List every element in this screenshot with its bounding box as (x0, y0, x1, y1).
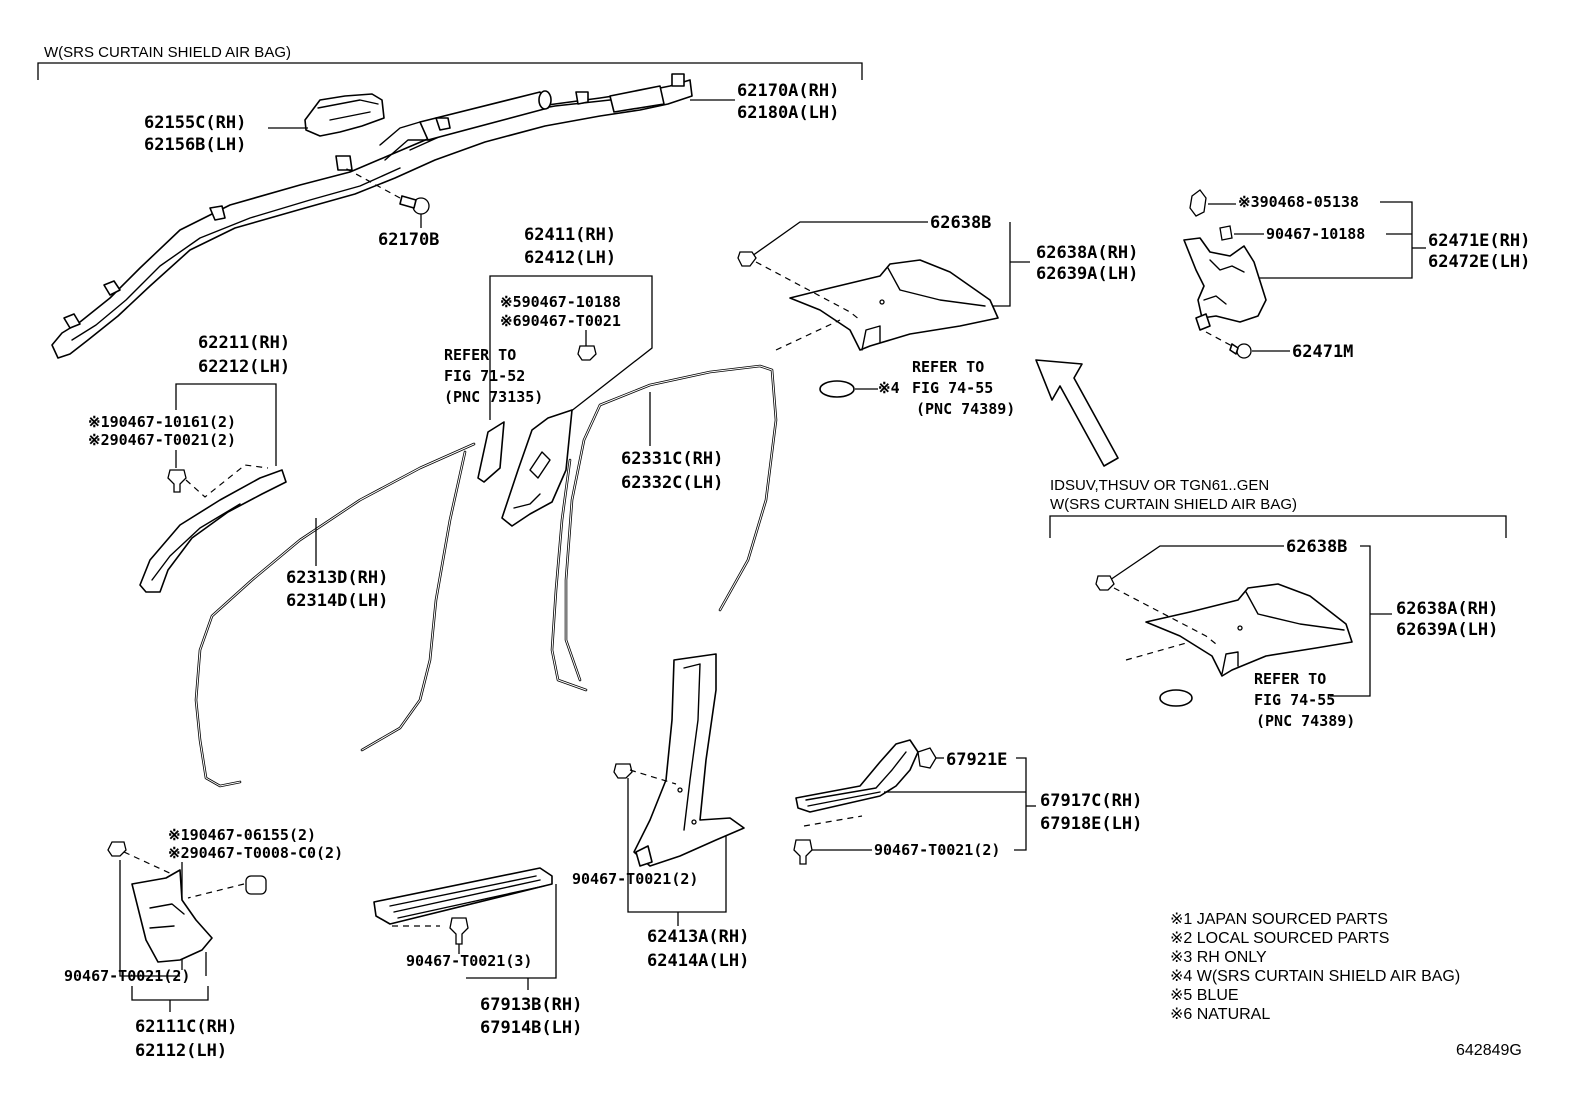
refer-a-line3: (PNC 73135) (444, 388, 543, 406)
label-front-scuff-clip: 90467-T0021(3) (406, 952, 532, 970)
label-cowl-clip: 90467-T0021(2) (64, 967, 190, 985)
roof-side-garnish-right[interactable] (1145, 583, 1353, 677)
label-quarter-clip-a: ※390468-05138 (1238, 193, 1359, 211)
center-pillar-clip[interactable] (577, 345, 597, 361)
roof-side-clip-top[interactable] (737, 251, 757, 267)
rear-door-scuff-plate[interactable] (795, 739, 919, 813)
label-62156b: 62156B(LH) (144, 135, 246, 155)
front-pillar-garnish[interactable] (139, 469, 287, 593)
front-pillar-clip[interactable] (167, 469, 187, 493)
label-67917c: 67917C(RH) (1040, 791, 1142, 811)
note-3: ※3 RH ONLY (1170, 949, 1267, 966)
label-cowl-clip-jp: ※190467-06155(2) (168, 826, 316, 844)
condition-right-label-2: W(SRS CURTAIN SHIELD AIR BAG) (1050, 496, 1297, 513)
label-62639a-top: 62639A(LH) (1036, 264, 1138, 284)
label-62638a-top: 62638A(RH) (1036, 243, 1138, 263)
label-62414a: 62414A(LH) (647, 951, 749, 971)
quarter-clip-b[interactable] (1219, 225, 1233, 241)
roof-side-seal-top (819, 380, 855, 398)
roof-side-garnish-top[interactable] (789, 259, 999, 351)
label-62413a: 62413A(RH) (647, 927, 749, 947)
notes-legend: ※1 JAPAN SOURCED PARTS ※2 LOCAL SOURCED … (1170, 911, 1460, 1023)
refer-c-line2: FIG 74-55 (1254, 691, 1335, 709)
label-62638b-top: 62638B (930, 213, 991, 233)
label-62112: 62112(LH) (135, 1041, 227, 1061)
airbag-front-bracket[interactable] (304, 93, 385, 137)
front-door-scuff-plate[interactable] (373, 867, 553, 925)
label-front-pillar-clip-1: ※190467-10161(2) (88, 413, 236, 431)
label-62471m: 62471M (1292, 342, 1353, 362)
condition-right-label-1: IDSUV,THSUV OR TGN61..GEN (1050, 477, 1269, 494)
refer-b-line3: (PNC 74389) (916, 400, 1015, 418)
refer-a-line1: REFER TO (444, 346, 516, 364)
label-front-pillar-clip-2: ※290467-T0021(2) (88, 431, 236, 449)
label-62170a: 62170A(RH) (737, 81, 839, 101)
label-67913b: 67913B(RH) (480, 995, 582, 1015)
center-pillar-upper-garnish[interactable] (477, 409, 573, 527)
quarter-screw[interactable] (1229, 343, 1252, 359)
quarter-clip-a[interactable] (1189, 189, 1207, 217)
label-62211: 62211(RH) (198, 333, 290, 353)
label-62155c: 62155C(RH) (144, 113, 246, 133)
label-67918e: 67918E(LH) (1040, 814, 1142, 834)
center-lower-clip[interactable] (613, 763, 633, 779)
label-62212: 62212(LH) (198, 357, 290, 377)
label-62111c: 62111C(RH) (135, 1017, 237, 1037)
label-62412: 62412(LH) (524, 248, 616, 268)
condition-bracket-right: IDSUV,THSUV OR TGN61..GEN W(SRS CURTAIN … (1049, 477, 1507, 538)
label-62314d: 62314D(LH) (286, 591, 388, 611)
label-62170b: 62170B (378, 230, 439, 250)
roof-side-clip-right[interactable] (1095, 575, 1115, 591)
refer-c-line1: REFER TO (1254, 670, 1326, 688)
label-center-clip-natural: ※690467-T0021 (500, 312, 621, 330)
note-2: ※2 LOCAL SOURCED PARTS (1170, 930, 1389, 947)
label-62639a-right: 62639A(LH) (1396, 620, 1498, 640)
note-4: ※4 W(SRS CURTAIN SHIELD AIR BAG) (1170, 968, 1460, 985)
refer-c-line3: (PNC 74389) (1256, 712, 1355, 730)
cowl-clip-b[interactable] (245, 875, 267, 895)
label-62331c: 62331C(RH) (621, 449, 723, 469)
label-62471e: 62471E(RH) (1428, 231, 1530, 251)
cowl-side-trim[interactable] (131, 869, 213, 963)
label-62332c: 62332C(LH) (621, 473, 723, 493)
label-center-clip-blue: ※590467-10188 (500, 293, 621, 311)
quarter-pillar-garnish[interactable] (1183, 237, 1267, 331)
label-cowl-clip-local: ※290467-T0008-C0(2) (168, 844, 343, 862)
label-62411: 62411(RH) (524, 225, 616, 245)
condition-top-label: W(SRS CURTAIN SHIELD AIR BAG) (44, 44, 291, 61)
label-67921e: 67921E (946, 750, 1007, 770)
note-6: ※6 NATURAL (1170, 1006, 1270, 1023)
note-1: ※1 JAPAN SOURCED PARTS (1170, 911, 1388, 928)
label-67914b: 67914B(LH) (480, 1018, 582, 1038)
note-5: ※5 BLUE (1170, 987, 1239, 1004)
roof-side-seal-right (1159, 689, 1193, 707)
refer-a-line2: FIG 71-52 (444, 367, 525, 385)
airbag-bolt[interactable] (344, 167, 430, 215)
rear-door-weatherstrip[interactable] (550, 364, 778, 692)
center-pillar-lower-garnish[interactable] (633, 653, 745, 867)
figure-code: 642849G (1456, 1042, 1522, 1059)
label-62180a: 62180A(LH) (737, 103, 839, 123)
refer-b-note: ※4 (878, 379, 900, 397)
label-62313d: 62313D(RH) (286, 568, 388, 588)
curtain-airbag-assembly[interactable] (51, 73, 693, 359)
label-62638a-right: 62638A(RH) (1396, 599, 1498, 619)
cowl-clip-a[interactable] (107, 841, 127, 857)
refer-b-line1: REFER TO (912, 358, 984, 376)
condition-bracket-top: W(SRS CURTAIN SHIELD AIR BAG) (37, 44, 863, 80)
label-62472e: 62472E(LH) (1428, 252, 1530, 272)
label-lower-pillar-clip: 90467-T0021(2) (572, 870, 698, 888)
front-scuff-clip[interactable] (449, 917, 469, 945)
front-door-weatherstrip[interactable] (194, 442, 476, 788)
rear-scuff-clip[interactable] (793, 839, 813, 865)
direction-arrow (1035, 359, 1119, 467)
label-62638b-right: 62638B (1286, 537, 1347, 557)
refer-b-line2: FIG 74-55 (912, 379, 993, 397)
label-quarter-clip-b: 90467-10188 (1266, 225, 1365, 243)
rear-scuff-pad[interactable] (917, 747, 937, 769)
label-rear-scuff-clip: 90467-T0021(2) (874, 841, 1000, 859)
